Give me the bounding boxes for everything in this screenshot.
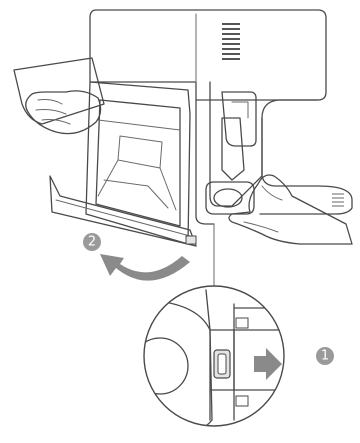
dust-bin-icon xyxy=(50,82,196,246)
curved-arrow-icon xyxy=(100,254,190,281)
step-2-badge: 2 xyxy=(83,233,101,251)
vent-grille-icon xyxy=(222,24,240,59)
step-1-badge: 1 xyxy=(316,347,334,365)
step-1-number: 1 xyxy=(321,349,329,364)
step-2-number: 2 xyxy=(88,235,96,250)
